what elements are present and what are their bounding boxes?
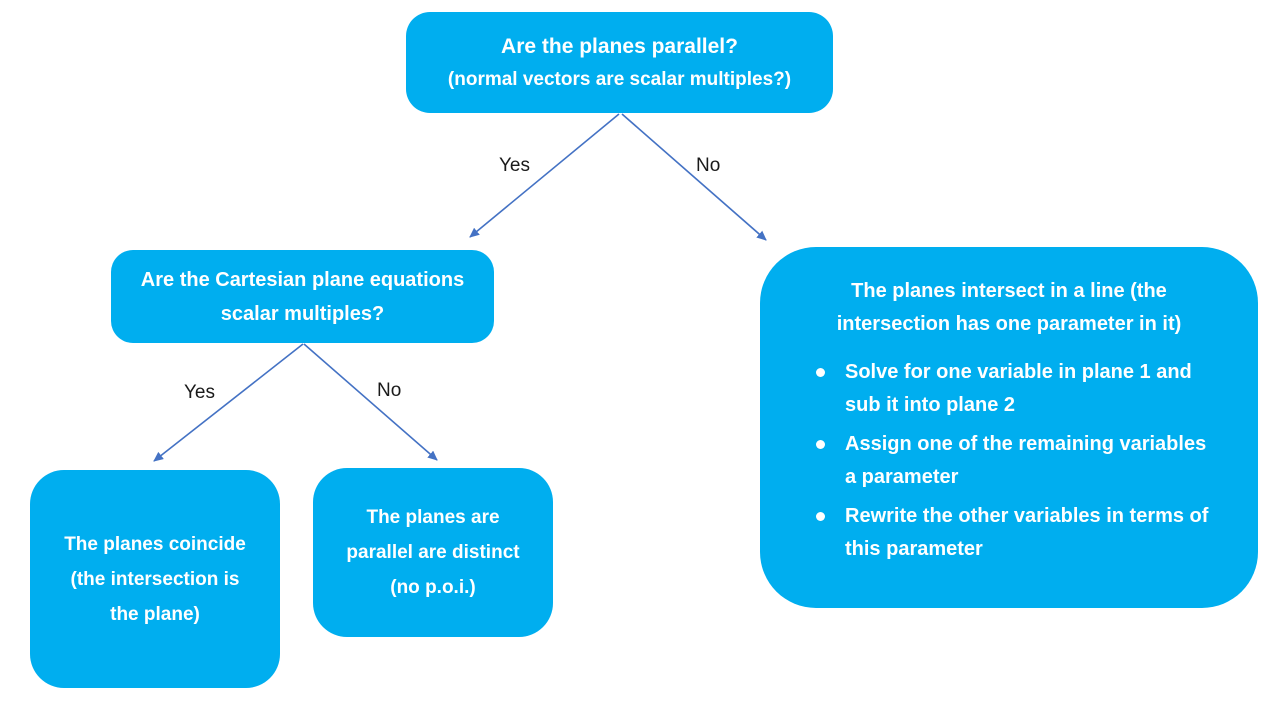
edge-label-root-no: No — [696, 155, 721, 176]
steps-list: Solve for one variable in plane 1 and su… — [798, 356, 1217, 572]
edge-label-root-yes: Yes — [499, 155, 530, 176]
node-text: The planes are parallel are distinct (no… — [346, 507, 520, 598]
edge-label-cartesian-yes: Yes — [184, 382, 215, 403]
list-item: Assign one of the remaining variables a … — [810, 428, 1217, 494]
list-item: Rewrite the other variables in terms of … — [810, 500, 1217, 566]
bullet-icon — [816, 440, 825, 449]
list-item-text: Rewrite the other variables in terms of … — [845, 505, 1209, 560]
node-planes-coincide: The planes coincide (the intersection is… — [30, 470, 280, 688]
edge-cartesian-yes — [153, 343, 304, 462]
node-title: Are the planes parallel? — [501, 34, 738, 58]
bullet-icon — [816, 368, 825, 377]
node-text: Are the Cartesian plane equations scalar… — [140, 268, 465, 325]
list-item-text: Assign one of the remaining variables a … — [845, 433, 1207, 488]
list-item-text: Solve for one variable in plane 1 and su… — [845, 361, 1192, 416]
node-planes-parallel: Are the planes parallel? (normal vectors… — [406, 12, 833, 113]
edge-root-yes — [469, 113, 620, 238]
edge-cartesian-no — [303, 343, 438, 461]
edge-label-cartesian-no: No — [377, 380, 402, 401]
node-subtitle: (normal vectors are scalar multiples?) — [447, 68, 792, 90]
node-planes-parallel-distinct: The planes are parallel are distinct (no… — [313, 468, 553, 637]
edge-root-no — [621, 113, 767, 241]
list-item: Solve for one variable in plane 1 and su… — [810, 356, 1217, 422]
node-planes-intersect-line: The planes intersect in a line (the inte… — [760, 247, 1258, 608]
node-title: The planes intersect in a line (the inte… — [836, 280, 1182, 335]
node-text: The planes coincide (the intersection is… — [64, 533, 246, 625]
node-cartesian-scalar-multiples: Are the Cartesian plane equations scalar… — [111, 250, 494, 343]
bullet-icon — [816, 512, 825, 521]
